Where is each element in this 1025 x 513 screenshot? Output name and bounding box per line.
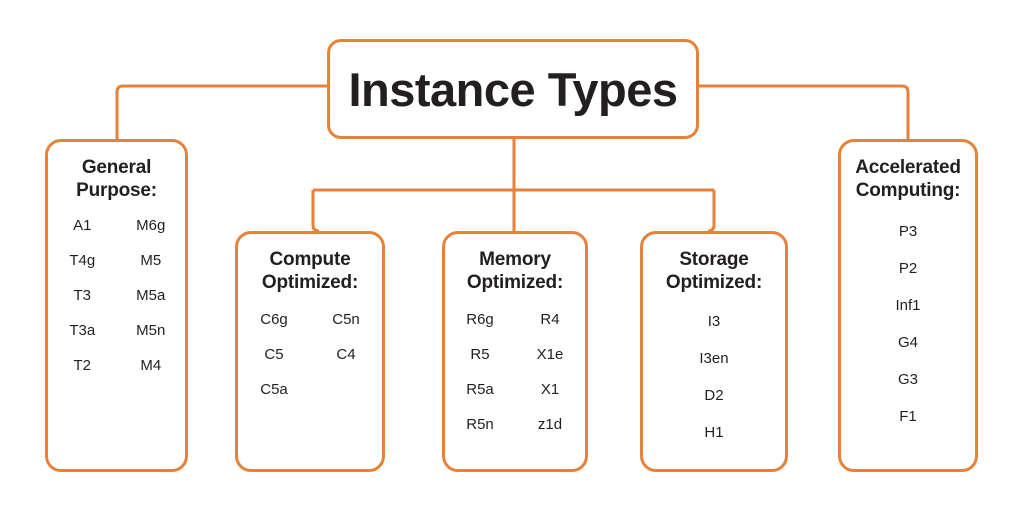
instance-list-compute-optimized: C6g C5 C5a C5n C4: [238, 312, 382, 417]
branch-title-line1: Accelerated: [855, 157, 961, 178]
connector-bus-to-compute: [311, 190, 320, 233]
instance-item[interactable]: T4g: [69, 252, 96, 270]
instance-item[interactable]: I3en: [699, 350, 729, 368]
instance-item[interactable]: M5a: [136, 287, 166, 305]
instance-item[interactable]: C6g: [260, 311, 288, 329]
instance-item[interactable]: z1d: [537, 416, 563, 434]
instance-list-memory-optimized: R6g R5 R5a R5n R4 X1e X1 z1d: [445, 312, 585, 452]
instance-item[interactable]: F1: [899, 408, 917, 426]
instance-column-right: C5n C4: [310, 312, 382, 417]
branch-title-line2: Optimized:: [466, 272, 564, 294]
instance-item[interactable]: C5n: [332, 311, 360, 329]
instance-item[interactable]: R5n: [466, 416, 494, 434]
instance-list-accelerated-computing: P3 P2 Inf1 G4 G3 F1: [841, 224, 975, 446]
instance-item[interactable]: R5a: [466, 381, 494, 399]
instance-item[interactable]: P2: [898, 260, 918, 278]
branch-title-line2: Computing:: [855, 180, 961, 202]
node-accelerated-computing[interactable]: Accelerated Computing: P3 P2 Inf1 G4 G3 …: [838, 139, 978, 472]
instance-item[interactable]: H1: [704, 424, 724, 442]
instance-item[interactable]: C5a: [260, 381, 288, 399]
instance-list-general-purpose: A1 T4g T3 T3a T2 M6g M5 M5a M5n M4: [48, 218, 185, 393]
instance-item[interactable]: I3: [707, 313, 721, 331]
node-storage-optimized[interactable]: Storage Optimized: I3 I3en D2 H1: [640, 231, 788, 472]
instance-item[interactable]: X1: [540, 381, 560, 399]
branch-title-line1: Memory: [479, 249, 551, 270]
instance-column-right: M6g M5 M5a M5n M4: [117, 218, 186, 393]
instance-column-right: R4 X1e X1 z1d: [515, 312, 585, 452]
connector-bus-to-storage: [707, 190, 716, 233]
branch-title-line2: Optimized:: [665, 272, 763, 294]
branch-title-line2: Optimized:: [261, 272, 359, 294]
branch-title-line2: Purpose:: [76, 180, 157, 202]
node-instance-types[interactable]: Instance Types: [327, 39, 699, 139]
instance-item[interactable]: M4: [140, 357, 162, 375]
instance-item[interactable]: X1e: [536, 346, 564, 364]
connector-root-to-accelerated: [699, 84, 910, 139]
instance-item[interactable]: R5: [470, 346, 490, 364]
connector-root-to-general: [115, 84, 327, 139]
instance-column-left: R6g R5 R5a R5n: [445, 312, 515, 452]
instance-item[interactable]: M6g: [136, 217, 166, 235]
branch-title-line1: Storage: [679, 249, 749, 270]
node-memory-optimized[interactable]: Memory Optimized: R6g R5 R5a R5n R4 X1e …: [442, 231, 588, 472]
instance-item[interactable]: D2: [704, 387, 724, 405]
instance-item[interactable]: C4: [336, 346, 356, 364]
branch-title-line1: General: [81, 157, 152, 178]
instance-column-left: A1 T4g T3 T3a T2: [48, 218, 117, 393]
instance-item[interactable]: M5n: [136, 322, 166, 340]
branch-title-accelerated-computing: Accelerated Computing:: [849, 156, 967, 202]
node-compute-optimized[interactable]: Compute Optimized: C6g C5 C5a C5n C4: [235, 231, 385, 472]
branch-title-memory-optimized: Memory Optimized:: [461, 248, 569, 294]
node-general-purpose[interactable]: General Purpose: A1 T4g T3 T3a T2 M6g M5…: [45, 139, 188, 472]
instance-column-left: P3 P2 Inf1 G4 G3 F1: [841, 224, 975, 446]
instance-column-left: I3 I3en D2 H1: [643, 314, 785, 462]
instance-item[interactable]: G3: [897, 371, 918, 389]
instance-item[interactable]: M5: [140, 252, 162, 270]
instance-list-storage-optimized: I3 I3en D2 H1: [643, 314, 785, 462]
instance-item[interactable]: Inf1: [895, 297, 921, 315]
instance-item[interactable]: R4: [540, 311, 560, 329]
branch-title-storage-optimized: Storage Optimized:: [660, 248, 768, 294]
instance-item[interactable]: T3: [73, 287, 91, 305]
instance-item[interactable]: R6g: [466, 311, 494, 329]
instance-item[interactable]: T3a: [69, 322, 96, 340]
instance-item[interactable]: C5: [264, 346, 284, 364]
branch-title-compute-optimized: Compute Optimized:: [256, 248, 364, 294]
branch-title-line1: Compute: [269, 249, 351, 270]
instance-item[interactable]: G4: [897, 334, 918, 352]
branch-title-general-purpose: General Purpose:: [70, 156, 163, 202]
instance-item[interactable]: A1: [73, 217, 92, 235]
instance-column-left: C6g C5 C5a: [238, 312, 310, 417]
instance-item[interactable]: P3: [898, 223, 918, 241]
root-title: Instance Types: [348, 62, 678, 116]
instance-item[interactable]: T2: [73, 357, 91, 375]
